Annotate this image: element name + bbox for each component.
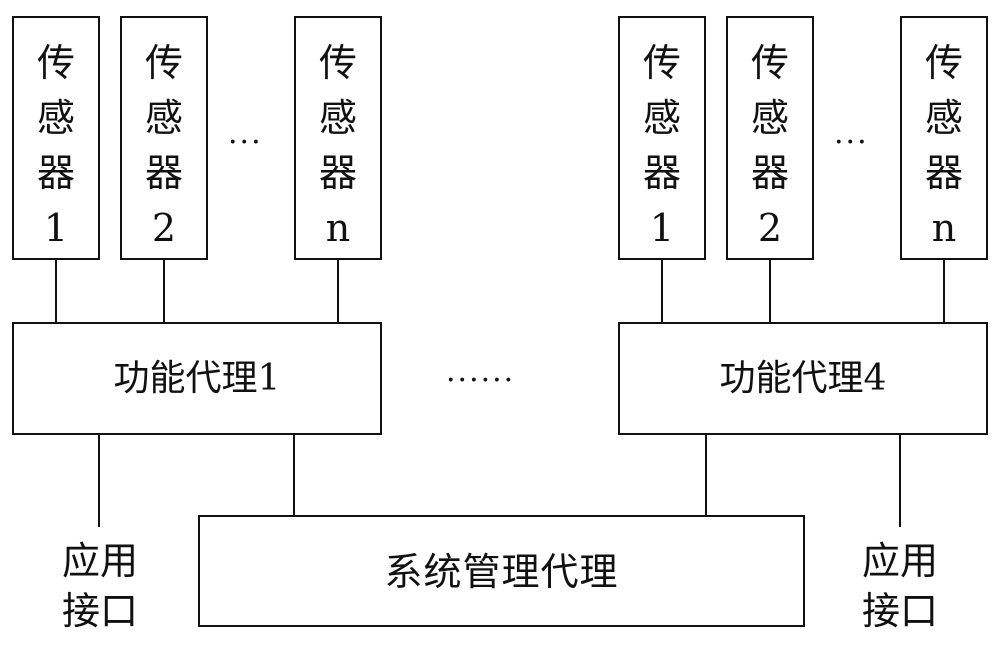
middle-ellipsis: ······ xyxy=(446,363,516,398)
sensor-char: 感 xyxy=(318,96,357,140)
connector-line xyxy=(943,260,945,322)
functional-agent-4: 功能代理4 xyxy=(618,322,988,435)
sensor-index: 2 xyxy=(757,206,783,250)
sensor-char: 感 xyxy=(144,96,183,140)
sensor-char: 传 xyxy=(144,41,183,85)
left-sensor-2: 传 感 器 2 xyxy=(120,16,208,260)
sensor-char: 器 xyxy=(750,151,789,195)
sensor-char: 器 xyxy=(924,151,963,195)
connector-line xyxy=(899,435,901,527)
sensor-char: 传 xyxy=(642,41,681,85)
sensor-index: 1 xyxy=(649,206,675,250)
right-sensor-ellipsis: ··· xyxy=(834,125,869,160)
sensor-char: 感 xyxy=(642,96,681,140)
system-management-agent: 系统管理代理 xyxy=(198,515,805,627)
sensor-char: 器 xyxy=(318,151,357,195)
sensor-index: n xyxy=(325,206,351,250)
sensor-char: 传 xyxy=(36,41,75,85)
app-interface-line: 应用 xyxy=(61,539,138,583)
left-sensor-n: 传 感 器 n xyxy=(294,16,382,260)
app-interface-line: 接口 xyxy=(61,589,138,633)
functional-agent-1: 功能代理1 xyxy=(12,322,382,435)
right-sensor-1: 传 感 器 1 xyxy=(618,16,706,260)
connector-line xyxy=(769,260,771,322)
sensor-label: 传 感 器 2 xyxy=(728,36,812,256)
sensor-char: 传 xyxy=(318,41,357,85)
sensor-index: n xyxy=(931,206,957,250)
connector-line xyxy=(98,435,100,527)
left-sensor-ellipsis: ··· xyxy=(228,125,263,160)
sensor-char: 器 xyxy=(642,151,681,195)
connector-line xyxy=(337,260,339,322)
sensor-index: 1 xyxy=(43,206,69,250)
sensor-index: 2 xyxy=(151,206,177,250)
app-interface-line: 接口 xyxy=(861,589,938,633)
connector-line xyxy=(661,260,663,322)
functional-agent-label: 功能代理4 xyxy=(719,358,887,399)
sensor-char: 传 xyxy=(750,41,789,85)
sensor-label: 传 感 器 n xyxy=(296,36,380,256)
sensor-char: 器 xyxy=(144,151,183,195)
right-sensor-2: 传 感 器 2 xyxy=(726,16,814,260)
sensor-char: 传 xyxy=(924,41,963,85)
right-sensor-n: 传 感 器 n xyxy=(900,16,988,260)
app-interface-right: 应用 接口 xyxy=(852,536,948,636)
sensor-label: 传 感 器 1 xyxy=(14,36,98,256)
connector-line xyxy=(163,260,165,322)
connector-line xyxy=(293,435,295,517)
app-interface-line: 应用 xyxy=(861,539,938,583)
connector-line xyxy=(55,260,57,322)
sensor-label: 传 感 器 2 xyxy=(122,36,206,256)
system-management-agent-label: 系统管理代理 xyxy=(384,550,619,594)
sensor-label: 传 感 器 n xyxy=(902,36,986,256)
app-interface-left: 应用 接口 xyxy=(52,536,148,636)
sensor-char: 感 xyxy=(36,96,75,140)
sensor-char: 感 xyxy=(924,96,963,140)
sensor-char: 器 xyxy=(36,151,75,195)
connector-line xyxy=(705,435,707,517)
left-sensor-1: 传 感 器 1 xyxy=(12,16,100,260)
functional-agent-label: 功能代理1 xyxy=(113,358,281,399)
sensor-label: 传 感 器 1 xyxy=(620,36,704,256)
sensor-char: 感 xyxy=(750,96,789,140)
